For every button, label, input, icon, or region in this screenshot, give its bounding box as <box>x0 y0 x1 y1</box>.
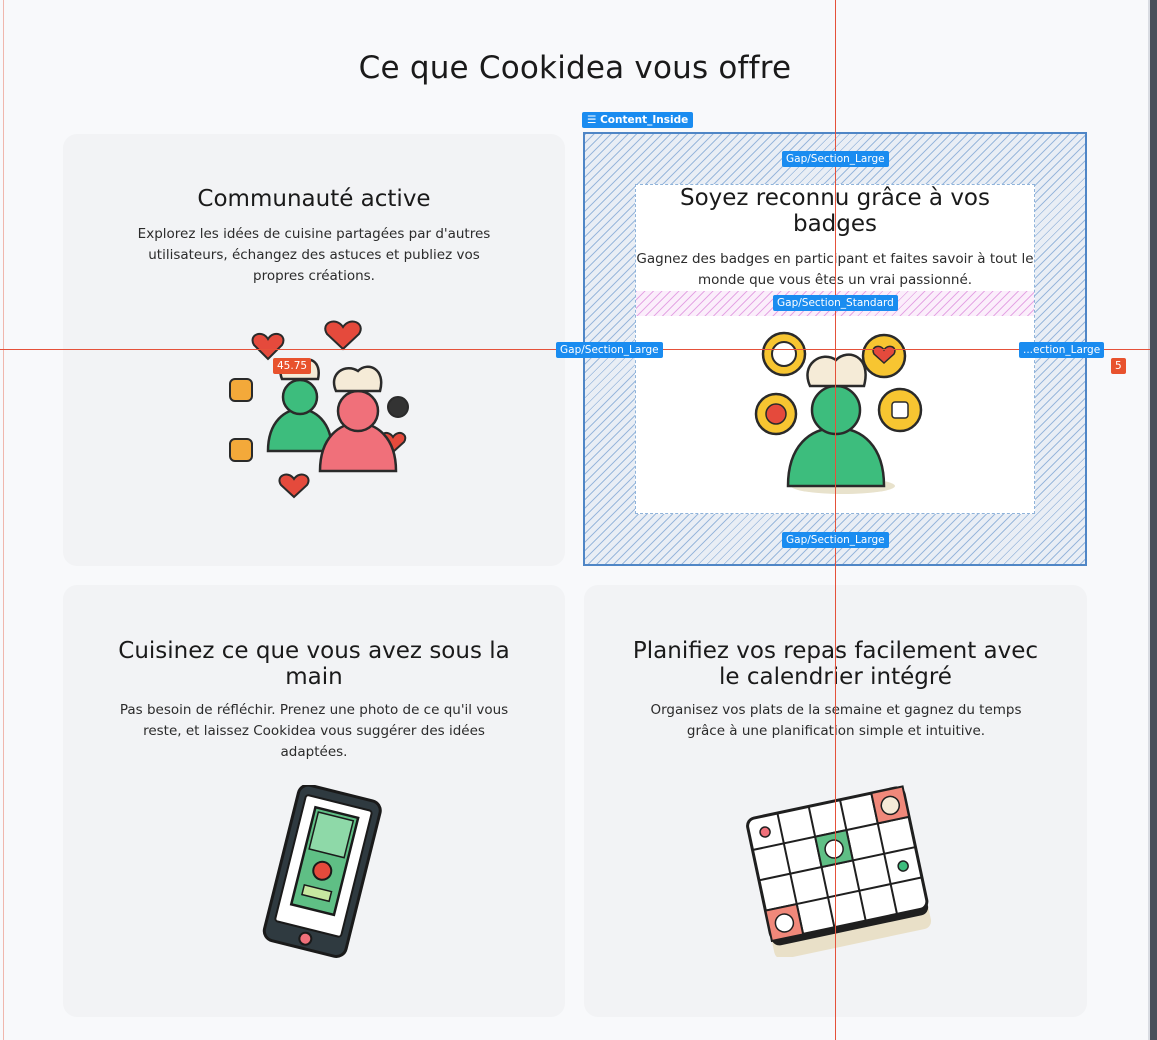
heart-icon <box>278 473 310 499</box>
community-chefs-illustration <box>229 320 409 499</box>
frame-left-guide <box>3 0 4 1040</box>
home-button-icon <box>298 931 313 946</box>
alignment-guide-vertical <box>835 0 836 1040</box>
gap-right-label: ...ection_Large <box>1019 342 1105 358</box>
gap-top-label: Gap/Section_Large <box>782 151 889 167</box>
phone-fridge-illustration <box>262 785 382 958</box>
measure-value-label: 45.75 <box>273 358 312 374</box>
heart-icon <box>251 332 285 361</box>
section-title: Ce que Cookidea vous offre <box>358 50 792 86</box>
card-description: Explorez les idées de cuisine partagées … <box>137 226 491 284</box>
meal-calendar-illustration <box>746 785 932 957</box>
counter-badge: 5 <box>1111 358 1126 374</box>
card-title: Communauté active <box>197 186 431 212</box>
gap-standard-label: Gap/Section_Standard <box>773 295 898 311</box>
canvas-edge-line <box>1148 0 1150 1040</box>
tomato-icon <box>312 860 333 881</box>
card-description: Organisez vos plats de la semaine et gag… <box>650 702 1022 739</box>
badges-chef-illustration <box>754 331 923 494</box>
gap-left-label: Gap/Section_Large <box>556 342 663 358</box>
feature-card-photo[interactable]: Cuisinez ce que vous avez sous la main P… <box>63 585 565 1017</box>
frame-name-label[interactable]: ☰ Content_Inside <box>582 112 694 128</box>
feature-card-community[interactable]: Communauté active Explorez les idées de … <box>63 134 565 566</box>
thumbs-up-icon <box>229 378 253 402</box>
card-description: Pas besoin de réfléchir. Prenez une phot… <box>119 702 509 760</box>
canvas-scrollbar[interactable] <box>1150 0 1157 1040</box>
heart-icon <box>324 320 362 351</box>
thumbs-up-icon <box>229 438 253 462</box>
card-title: Cuisinez ce que vous avez sous la main <box>118 638 510 690</box>
gap-bottom-label: Gap/Section_Large <box>782 532 889 548</box>
